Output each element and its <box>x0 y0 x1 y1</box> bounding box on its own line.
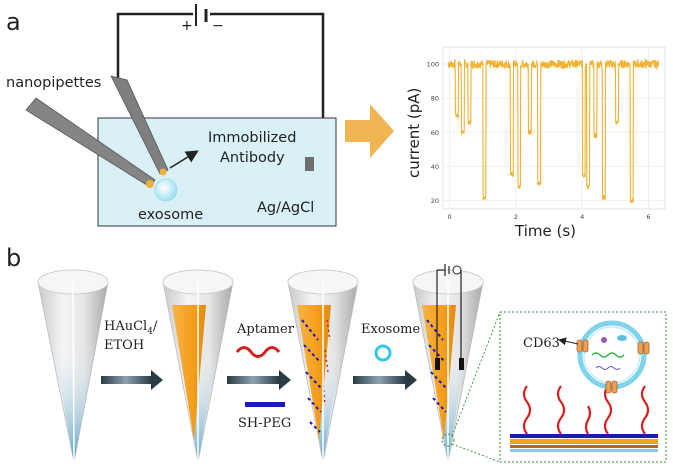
nanopipette-right <box>110 75 169 175</box>
step-arrow-1-head <box>151 370 163 390</box>
sh-peg-symbol <box>245 402 285 407</box>
antibody-label-line2: Antibody <box>220 150 285 166</box>
pipette-cone-3 <box>287 269 359 463</box>
x-tick-labels: 0 2 4 6 <box>448 213 651 221</box>
x-axis-label: Time (s) <box>514 222 576 240</box>
chart-plot-area <box>442 46 666 210</box>
y-tick-label: 60 <box>431 129 439 137</box>
detail-inset: CD63 <box>499 311 667 463</box>
step-arrow-2 <box>227 376 279 384</box>
step1-label-hau: HAuCl4/ <box>104 319 158 337</box>
x-tick-label: 6 <box>646 213 650 221</box>
y-axis-label: current (pA) <box>405 88 423 178</box>
flow-arrow <box>345 104 394 158</box>
battery-plus: + <box>181 18 193 34</box>
gold-tip-right <box>159 168 167 176</box>
cd63-label: CD63 <box>523 336 560 351</box>
step-arrow-3-head <box>405 370 417 390</box>
current-trace-chart: 20 40 60 80 100 0 2 4 6 current (pA) Time (s) <box>405 46 666 240</box>
y-tick-label: 80 <box>431 95 439 103</box>
y-tick-label: 20 <box>431 197 439 205</box>
inset-exosome <box>577 320 647 390</box>
antibody-label-line1: Immobilized <box>208 130 296 146</box>
exosome-particle <box>154 178 178 202</box>
x-tick-label: 2 <box>514 213 518 221</box>
current-trace-line <box>447 58 659 204</box>
gold-tip-left <box>146 180 154 188</box>
pipette-cone-4 <box>412 264 484 463</box>
battery-minus: − <box>212 18 224 34</box>
exosome-symbol <box>374 344 392 362</box>
step-arrow-1 <box>101 376 151 384</box>
antibody-pointer-arrow <box>169 150 199 169</box>
step-arrow-3 <box>353 376 405 384</box>
step1-label-etoh: ETOH <box>104 338 144 353</box>
nanopipette-left <box>25 97 156 188</box>
panel-b: b HAuCl4/ ETOH Aptamer SH-PEG <box>6 244 667 463</box>
step3-label-exosome: Exosome <box>361 322 420 337</box>
y-tick-labels: 20 40 60 80 100 <box>427 61 439 205</box>
step2-label-shpeg: SH-PEG <box>238 416 291 431</box>
aptamer-symbol <box>235 346 281 358</box>
panel-a-letter: a <box>6 8 21 36</box>
panel-b-letter: b <box>6 244 21 272</box>
electrode-label: Ag/AgCl <box>257 200 314 216</box>
y-tick-label: 40 <box>431 163 439 171</box>
exosome-label: exosome <box>138 207 203 223</box>
nanopipettes-label: nanopipettes <box>6 75 101 91</box>
step2-label-aptamer: Aptamer <box>236 322 295 337</box>
x-tick-label: 0 <box>448 213 452 221</box>
zoom-line-bottom <box>451 443 501 463</box>
y-tick-label: 100 <box>427 61 439 69</box>
x-tick-label: 4 <box>580 213 584 221</box>
panel-a: a + − nanopipettes Immobilized Antibody … <box>6 4 394 227</box>
pipette-cone-1 <box>37 269 109 463</box>
step-arrow-2-head <box>279 370 291 390</box>
ag-agcl-electrode <box>305 157 314 171</box>
pipette-cone-2 <box>162 269 234 463</box>
